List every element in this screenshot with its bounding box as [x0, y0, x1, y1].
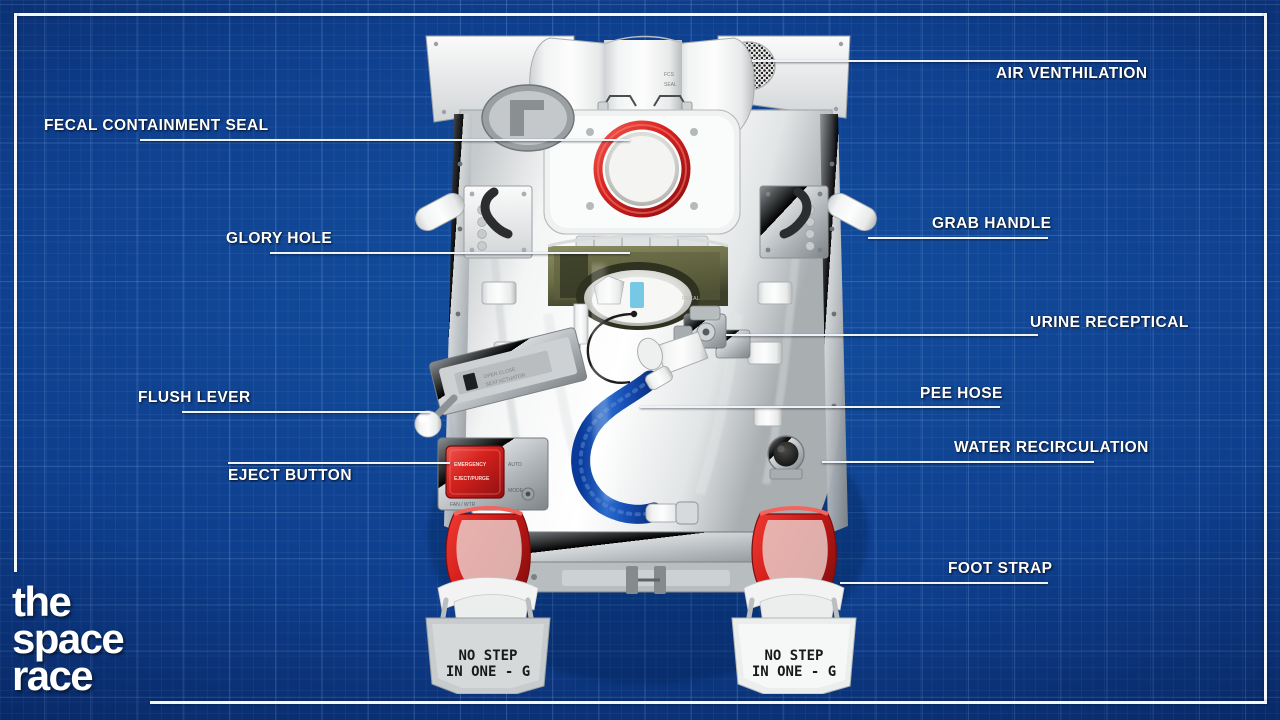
label-flush-lever-text: FLUSH LEVER: [138, 389, 251, 406]
label-eject-button: EJECT BUTTON: [228, 468, 352, 484]
leader-line-air-venthilation: [752, 60, 1138, 62]
svg-text:AUTO: AUTO: [508, 462, 522, 468]
logo-line-the: the: [12, 578, 72, 625]
logo-line-space: space: [12, 614, 125, 662]
label-urine-receptical: URINE RECEPTICAL: [1030, 315, 1189, 331]
label-fecal-containment-seal: FECAL CONTAINMENT SEAL: [44, 118, 269, 134]
frame-left-border: [14, 13, 17, 572]
svg-text:FCS: FCS: [664, 72, 675, 78]
label-pee-hose: PEE HOSE: [920, 386, 1003, 402]
label-air-venthilation-text: AIR VENTHILATION: [996, 65, 1148, 82]
label-fecal-containment-seal-text: FECAL CONTAINMENT SEAL: [44, 117, 269, 134]
logo-line-race: race: [12, 651, 94, 699]
label-water-recirculation: WATER RECIRCULATION: [954, 440, 1149, 456]
svg-text:EMERGENCY: EMERGENCY: [454, 462, 487, 468]
leader-line-water-recirculation: [822, 461, 1094, 463]
frame-top-border: [14, 13, 1267, 16]
svg-text:FECAL: FECAL: [682, 296, 700, 302]
label-grab-handle-text: GRAB HANDLE: [932, 215, 1052, 232]
label-grab-handle: GRAB HANDLE: [932, 216, 1051, 232]
footplate-left-line2: IN ONE - G: [446, 664, 530, 680]
leader-line-pee-hose: [640, 406, 1000, 408]
frame-bottom-border: [150, 701, 1267, 704]
svg-text:FAN / WTR: FAN / WTR: [450, 502, 476, 508]
svg-text:SEAL: SEAL: [664, 82, 677, 88]
label-pee-hose-text: PEE HOSE: [920, 385, 1003, 402]
leader-line-fecal-containment-seal: [140, 139, 630, 141]
space-toilet-photo: FCS SEAL: [398, 14, 890, 694]
label-flush-lever: FLUSH LEVER: [138, 390, 251, 406]
label-foot-strap-text: FOOT STRAP: [948, 560, 1053, 577]
leader-line-foot-strap: [840, 582, 1048, 584]
frame-right-border: [1264, 13, 1267, 704]
leader-line-flush-lever: [182, 411, 430, 413]
svg-text:MODE ON: MODE ON: [508, 488, 532, 494]
footplate-right-line1: NO STEP: [764, 648, 823, 664]
footplate-right-line2: IN ONE - G: [752, 664, 836, 680]
leader-line-glory-hole: [270, 252, 630, 254]
svg-text:EJECT/PURGE: EJECT/PURGE: [454, 476, 490, 482]
label-glory-hole: GLORY HOLE: [226, 231, 332, 247]
label-urine-receptical-text: URINE RECEPTICAL: [1030, 314, 1189, 331]
label-glory-hole-text: GLORY HOLE: [226, 230, 333, 247]
leader-line-grab-handle: [868, 237, 1048, 239]
the-space-race-logo: the space race: [12, 578, 125, 699]
label-eject-button-text: EJECT BUTTON: [228, 467, 352, 484]
footplate-left-line1: NO STEP: [458, 648, 517, 664]
leader-line-eject-button: [228, 462, 450, 464]
label-water-recirculation-text: WATER RECIRCULATION: [954, 439, 1149, 456]
label-foot-strap: FOOT STRAP: [948, 561, 1052, 577]
leader-line-urine-receptical: [726, 334, 1038, 336]
label-air-venthilation: AIR VENTHILATION: [996, 66, 1148, 82]
